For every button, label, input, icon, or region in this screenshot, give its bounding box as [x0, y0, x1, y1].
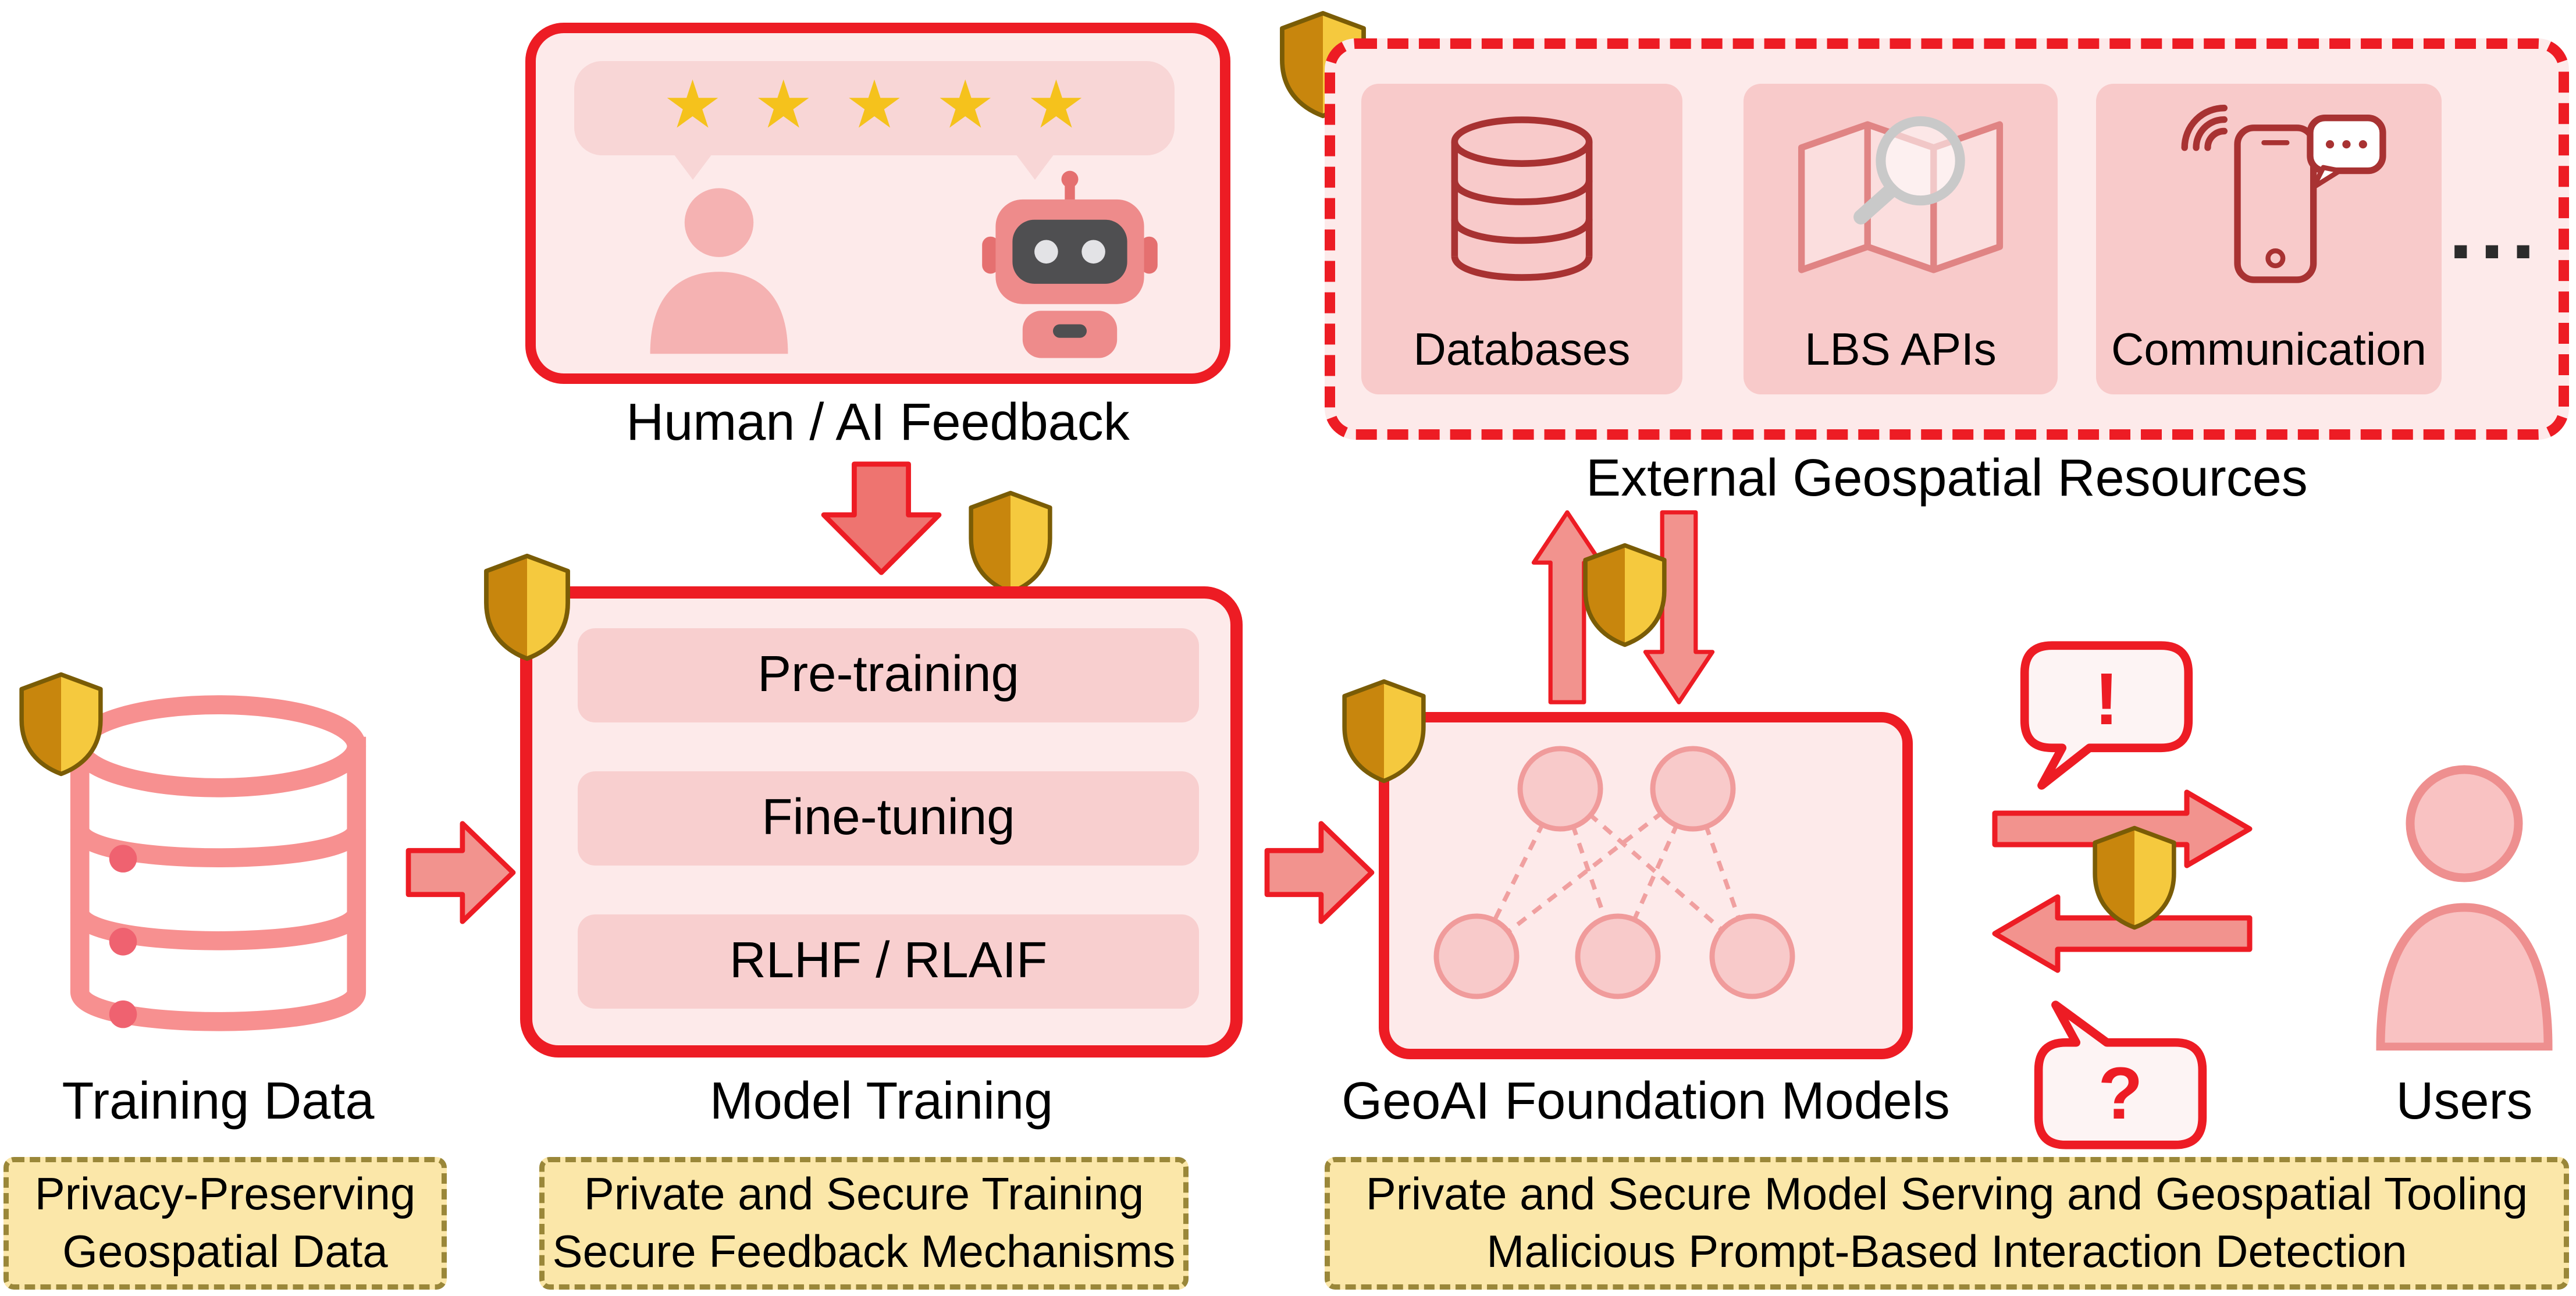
- human-ai-feedback-label: Human / AI Feedback: [626, 394, 1130, 452]
- communication-label: Communication: [2111, 323, 2426, 375]
- training-data-label: Training Data: [62, 1073, 375, 1131]
- person-icon: [650, 188, 788, 354]
- external-resources-label: External Geospatial Resources: [1586, 450, 2308, 508]
- question-bubble: ?: [2031, 995, 2209, 1152]
- star-icon: ★: [753, 70, 813, 143]
- finetuning-label: Fine-tuning: [762, 789, 1015, 846]
- callout-secure-training: Private and Secure Training Secure Feedb…: [539, 1157, 1189, 1290]
- phone-chat-icon: [2181, 105, 2386, 283]
- star-icon: ★: [935, 70, 995, 143]
- pretraining-step: Pre-training: [578, 628, 1199, 722]
- geoai-models-box: [1379, 712, 1913, 1059]
- rlhf-label: RLHF / RLAIF: [729, 932, 1048, 989]
- callout-line: Private and Secure Model Serving and Geo…: [1365, 1167, 2528, 1220]
- rating-bubble: ★ ★ ★ ★ ★: [574, 61, 1175, 180]
- question-symbol: ?: [2098, 1052, 2143, 1134]
- user-icon: [2376, 765, 2553, 1051]
- arrow-model-to-users-icon: [1992, 789, 2253, 868]
- callout-line: Privacy-Preserving: [34, 1167, 416, 1220]
- external-resources-box: Databases LBS APIs: [1325, 38, 2569, 440]
- pretraining-label: Pre-training: [757, 646, 1019, 703]
- database-icon: [1451, 116, 1593, 281]
- callout-line: Secure Feedback Mechanisms: [552, 1225, 1176, 1277]
- callout-privacy-data: Privacy-Preserving Geospatial Data: [3, 1157, 447, 1290]
- robot-icon: [982, 170, 1158, 358]
- callout-secure-serving: Private and Secure Model Serving and Geo…: [1325, 1157, 2569, 1290]
- users-label: Users: [2396, 1073, 2533, 1131]
- communication-box: Communication: [2096, 84, 2442, 394]
- arrow-users-to-model-icon: [1992, 894, 2253, 973]
- shield-icon: [1583, 543, 1667, 647]
- star-icon: ★: [663, 70, 723, 143]
- shield-icon: [969, 490, 1052, 595]
- lbs-apis-box: LBS APIs: [1744, 84, 2058, 394]
- shield-icon: [19, 672, 103, 777]
- shield-icon: [2093, 825, 2176, 930]
- geoai-models-label: GeoAI Foundation Models: [1342, 1073, 1950, 1131]
- more-resources-ellipsis: ...: [2449, 180, 2543, 277]
- arrow-data-to-training-icon: [405, 821, 516, 924]
- databases-label: Databases: [1413, 323, 1631, 375]
- map-search-icon: [1798, 116, 2004, 273]
- model-training-box: Pre-training Fine-tuning RLHF / RLAIF: [520, 586, 1243, 1058]
- star-icon: ★: [1026, 70, 1086, 143]
- question-bubble-icon: [2034, 1001, 2207, 1149]
- model-training-label: Model Training: [709, 1073, 1054, 1131]
- alert-bubble-icon: [2020, 641, 2193, 790]
- lbs-apis-label: LBS APIs: [1805, 323, 1997, 375]
- human-ai-feedback-box: ★ ★ ★ ★ ★: [525, 23, 1230, 384]
- databases-box: Databases: [1361, 84, 1682, 394]
- star-icon: ★: [844, 70, 905, 143]
- neural-network-icon: [1433, 746, 1795, 999]
- arrow-training-to-geoai-icon: [1264, 821, 1375, 924]
- alert-bubble: !: [2018, 639, 2196, 792]
- callout-line: Private and Secure Training: [583, 1167, 1144, 1220]
- callout-line: Geospatial Data: [62, 1225, 388, 1277]
- alert-symbol: !: [2094, 658, 2119, 740]
- arrow-feedback-to-training-icon: [821, 461, 942, 575]
- callout-line: Malicious Prompt-Based Interaction Detec…: [1486, 1225, 2407, 1277]
- finetuning-step: Fine-tuning: [578, 771, 1199, 866]
- rlhf-step: RLHF / RLAIF: [578, 914, 1199, 1009]
- shield-icon: [484, 553, 570, 661]
- shield-icon: [1342, 679, 1426, 784]
